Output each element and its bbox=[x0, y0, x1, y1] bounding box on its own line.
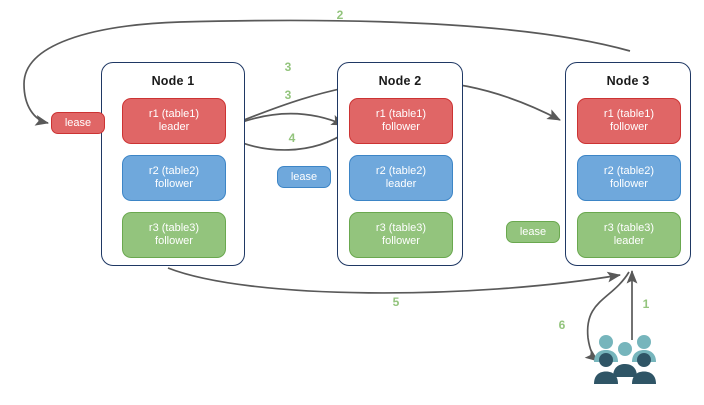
node-title-2: Node 2 bbox=[378, 74, 422, 88]
node-title-3: Node 3 bbox=[606, 74, 650, 88]
replica-role: follower bbox=[610, 121, 648, 133]
replica-node1-r3[interactable]: r3 (table3) follower bbox=[122, 212, 226, 258]
replica-name: r1 (table1) bbox=[375, 107, 427, 120]
step-label-6: 6 bbox=[558, 318, 566, 332]
step-label-5: 5 bbox=[392, 295, 400, 309]
replica-role: leader bbox=[613, 235, 645, 247]
node-title-1: Node 1 bbox=[151, 74, 195, 88]
replica-role: leader bbox=[385, 178, 417, 190]
lease-badge-r1[interactable]: lease bbox=[51, 112, 105, 134]
replica-node2-r1[interactable]: r1 (table1) follower bbox=[349, 98, 453, 144]
step-label-3-lower: 3 bbox=[284, 88, 292, 102]
replica-node1-r2[interactable]: r2 (table2) follower bbox=[122, 155, 226, 201]
replica-name: r1 (table1) bbox=[603, 107, 655, 120]
replica-role: follower bbox=[382, 121, 420, 133]
replica-node2-r3[interactable]: r3 (table3) follower bbox=[349, 212, 453, 258]
replica-name: r3 (table3) bbox=[148, 221, 200, 234]
replica-name: r3 (table3) bbox=[375, 221, 427, 234]
replica-node3-r2[interactable]: r2 (table2) follower bbox=[577, 155, 681, 201]
lease-badge-r3[interactable]: lease bbox=[506, 221, 560, 243]
replica-name: r2 (table2) bbox=[375, 164, 427, 177]
replica-name: r1 (table1) bbox=[148, 107, 200, 120]
node-container-2[interactable]: Node 2 r1 (table1) follower r2 (table2) … bbox=[337, 62, 463, 266]
step-label-3-upper: 3 bbox=[284, 60, 292, 74]
replica-role: follower bbox=[155, 235, 193, 247]
replica-role: leader bbox=[158, 121, 190, 133]
replica-node3-r1[interactable]: r1 (table1) follower bbox=[577, 98, 681, 144]
node-container-1[interactable]: Node 1 r1 (table1) leader r2 (table2) fo… bbox=[101, 62, 245, 266]
step-label-2: 2 bbox=[336, 8, 344, 22]
replica-name: r2 (table2) bbox=[148, 164, 200, 177]
step-label-1: 1 bbox=[642, 297, 650, 311]
lease-badge-r2[interactable]: lease bbox=[277, 166, 331, 188]
node-container-3[interactable]: Node 3 r1 (table1) follower r2 (table2) … bbox=[565, 62, 691, 266]
step-label-4: 4 bbox=[288, 131, 296, 145]
replica-name: r2 (table2) bbox=[603, 164, 655, 177]
replica-node3-r3[interactable]: r3 (table3) leader bbox=[577, 212, 681, 258]
replica-role: follower bbox=[610, 178, 648, 190]
arrow-step-5-node1-to-node3 bbox=[167, 267, 622, 294]
replica-node2-r2[interactable]: r2 (table2) leader bbox=[349, 155, 453, 201]
replica-node1-r1[interactable]: r1 (table1) leader bbox=[122, 98, 226, 144]
replica-role: follower bbox=[155, 178, 193, 190]
replica-name: r3 (table3) bbox=[603, 221, 655, 234]
people-group-icon bbox=[594, 335, 656, 384]
replica-role: follower bbox=[382, 235, 420, 247]
